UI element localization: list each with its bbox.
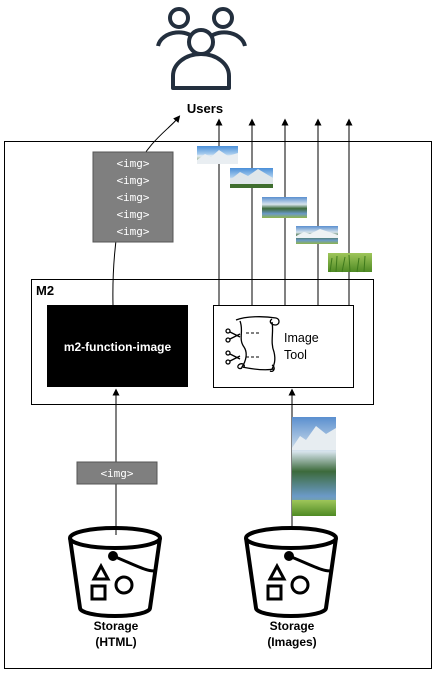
storage-html-bucket-icon xyxy=(68,526,162,618)
storage-html-label-line2: (HTML) xyxy=(95,635,137,649)
thumbnail-4 xyxy=(296,226,338,244)
img-tag-box xyxy=(76,461,158,485)
outer-frame xyxy=(4,141,432,669)
thumbnail-3 xyxy=(262,197,307,218)
image-tool-label: Image Tool xyxy=(284,330,344,364)
thumbnail-1 xyxy=(197,146,238,164)
img-stack-box xyxy=(92,151,174,243)
storage-html-label-line1: Storage xyxy=(93,619,139,633)
users-label: Users xyxy=(186,101,224,116)
storage-images-label-line1: Storage xyxy=(269,619,315,633)
m2-container xyxy=(31,279,374,405)
img-stack-item: <img> xyxy=(116,156,150,170)
m2-label: M2 xyxy=(36,283,55,298)
img-stack-item: <img> xyxy=(116,173,150,187)
source-image xyxy=(292,417,336,516)
thumbnail-2 xyxy=(230,168,273,188)
m2-function-image-block[interactable] xyxy=(47,305,188,387)
img-stack-item: <img> xyxy=(116,190,150,204)
users-icon xyxy=(156,7,247,90)
m2-function-image-label: m2-function-image xyxy=(63,339,172,354)
thumbnail-5 xyxy=(328,253,372,273)
img-stack: <img> <img> <img> <img> <img> xyxy=(93,152,173,242)
storage-html-label: Storage (HTML) xyxy=(61,618,171,650)
image-tool-label-line2: Tool xyxy=(284,348,307,362)
storage-images-bucket-icon xyxy=(244,526,338,618)
img-stack-item: <img> xyxy=(116,207,150,221)
img-tag: <img> xyxy=(100,466,134,480)
storage-images-label-line2: (Images) xyxy=(267,635,317,649)
img-stack-item: <img> xyxy=(116,224,150,238)
storage-images-label: Storage (Images) xyxy=(237,618,347,650)
image-tool-label-line1: Image xyxy=(284,331,319,345)
image-tool-icon xyxy=(225,316,280,373)
